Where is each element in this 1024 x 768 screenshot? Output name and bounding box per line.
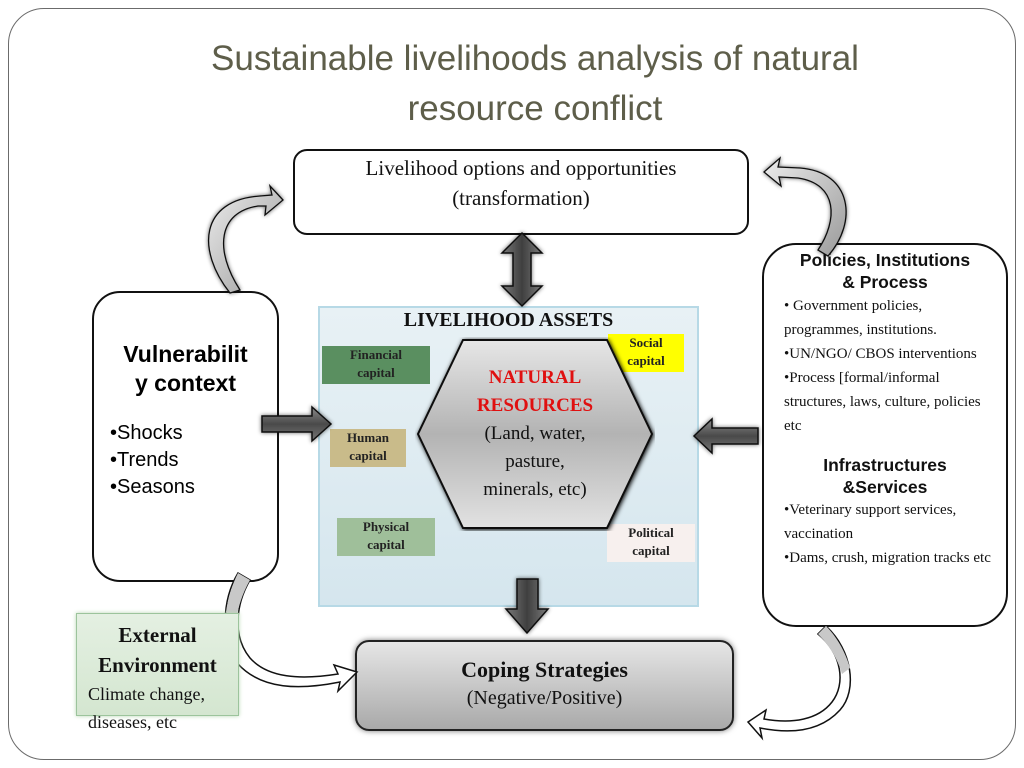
capital-line-2: capital — [367, 537, 405, 552]
assets-title: LIVELIHOOD ASSETS — [403, 309, 614, 331]
vulnerability-title: Vulnerabilit y context — [94, 340, 277, 398]
livelihood-assets-panel: LIVELIHOOD ASSETS Financial capital Huma… — [318, 306, 699, 607]
external-title-line-2: Environment — [98, 653, 217, 677]
infra-title-line-2: &Services — [842, 477, 928, 497]
vulnerability-list: •Shocks •Trends •Seasons — [94, 420, 277, 501]
infra-title-line-1: Infrastructures — [823, 455, 947, 475]
options-line-2: (transformation) — [452, 186, 590, 210]
capital-line-1: Physical — [362, 519, 410, 534]
capital-line-2: capital — [627, 353, 665, 368]
natural-resources-title-2: RESOURCES — [476, 395, 594, 416]
list-item: •Veterinary support services, vaccinatio… — [784, 502, 957, 542]
list-item: •Process [formal/informal structures, la… — [784, 370, 981, 434]
natural-resources-desc-1: (Land, water, — [484, 423, 586, 444]
capital-line-2: capital — [357, 365, 395, 380]
policies-title-line-1: Policies, Institutions — [799, 250, 971, 270]
physical-capital-label: Physical capital — [337, 518, 435, 556]
coping-title: Coping Strategies — [461, 657, 628, 682]
external-title-line-1: External — [118, 623, 197, 647]
policies-title: Policies, Institutions & Process — [764, 249, 1006, 293]
vulnerability-title-line-2: y context — [135, 370, 236, 396]
natural-resources-text: NATURAL RESOURCES (Land, water, pasture,… — [415, 364, 655, 504]
policies-title-line-2: & Process — [842, 272, 928, 292]
title-line-1: Sustainable livelihoods analysis of natu… — [211, 39, 859, 78]
financial-capital-label: Financial capital — [322, 346, 430, 384]
infrastructures-title: Infrastructures &Services — [764, 454, 1006, 498]
capital-line-1: Social — [629, 335, 663, 350]
livelihood-options-box: Livelihood options and opportunities (tr… — [293, 149, 749, 235]
coping-subtitle: (Negative/Positive) — [466, 687, 623, 709]
coping-strategies-box: Coping Strategies (Negative/Positive) — [355, 640, 734, 731]
options-line-1: Livelihood options and opportunities — [365, 156, 677, 180]
capital-line-2: capital — [349, 448, 387, 463]
capital-line-1: Human — [347, 430, 389, 445]
capital-line-1: Political — [628, 525, 674, 540]
natural-resources-hexagon: NATURAL RESOURCES (Land, water, pasture,… — [415, 337, 655, 531]
list-item: •Dams, crush, migration tracks etc — [784, 550, 991, 566]
list-item: •UN/NGO/ CBOS interventions — [784, 346, 977, 362]
natural-resources-desc-3: minerals, etc) — [483, 479, 587, 500]
hexagon-shape — [416, 339, 654, 529]
external-environment-box: External Environment Climate change, dis… — [76, 613, 239, 732]
title-line-2: resource conflict — [407, 89, 663, 128]
social-capital-label: Social capital — [608, 334, 684, 372]
political-capital-label: Political capital — [607, 524, 695, 562]
vulnerability-context-box: Vulnerabilit y context •Shocks •Trends •… — [92, 291, 279, 582]
policies-institutions-box: Policies, Institutions & Process • Gover… — [762, 243, 1008, 627]
list-item: •Trends — [110, 449, 179, 471]
capital-line-2: capital — [632, 543, 670, 558]
external-description: Climate change, diseases, etc — [88, 684, 205, 732]
slide-title: Sustainable livelihoods analysis of natu… — [120, 34, 950, 134]
list-item: •Shocks — [110, 422, 183, 444]
external-title: External Environment — [77, 620, 238, 680]
natural-resources-title-1: NATURAL — [488, 367, 582, 388]
vulnerability-title-line-1: Vulnerabilit — [123, 341, 248, 367]
natural-resources-desc-2: pasture, — [505, 451, 565, 472]
list-item: • Government policies, programmes, insti… — [784, 298, 937, 338]
capital-line-1: Financial — [349, 347, 402, 362]
human-capital-label: Human capital — [330, 429, 406, 467]
list-item: •Seasons — [110, 476, 195, 498]
